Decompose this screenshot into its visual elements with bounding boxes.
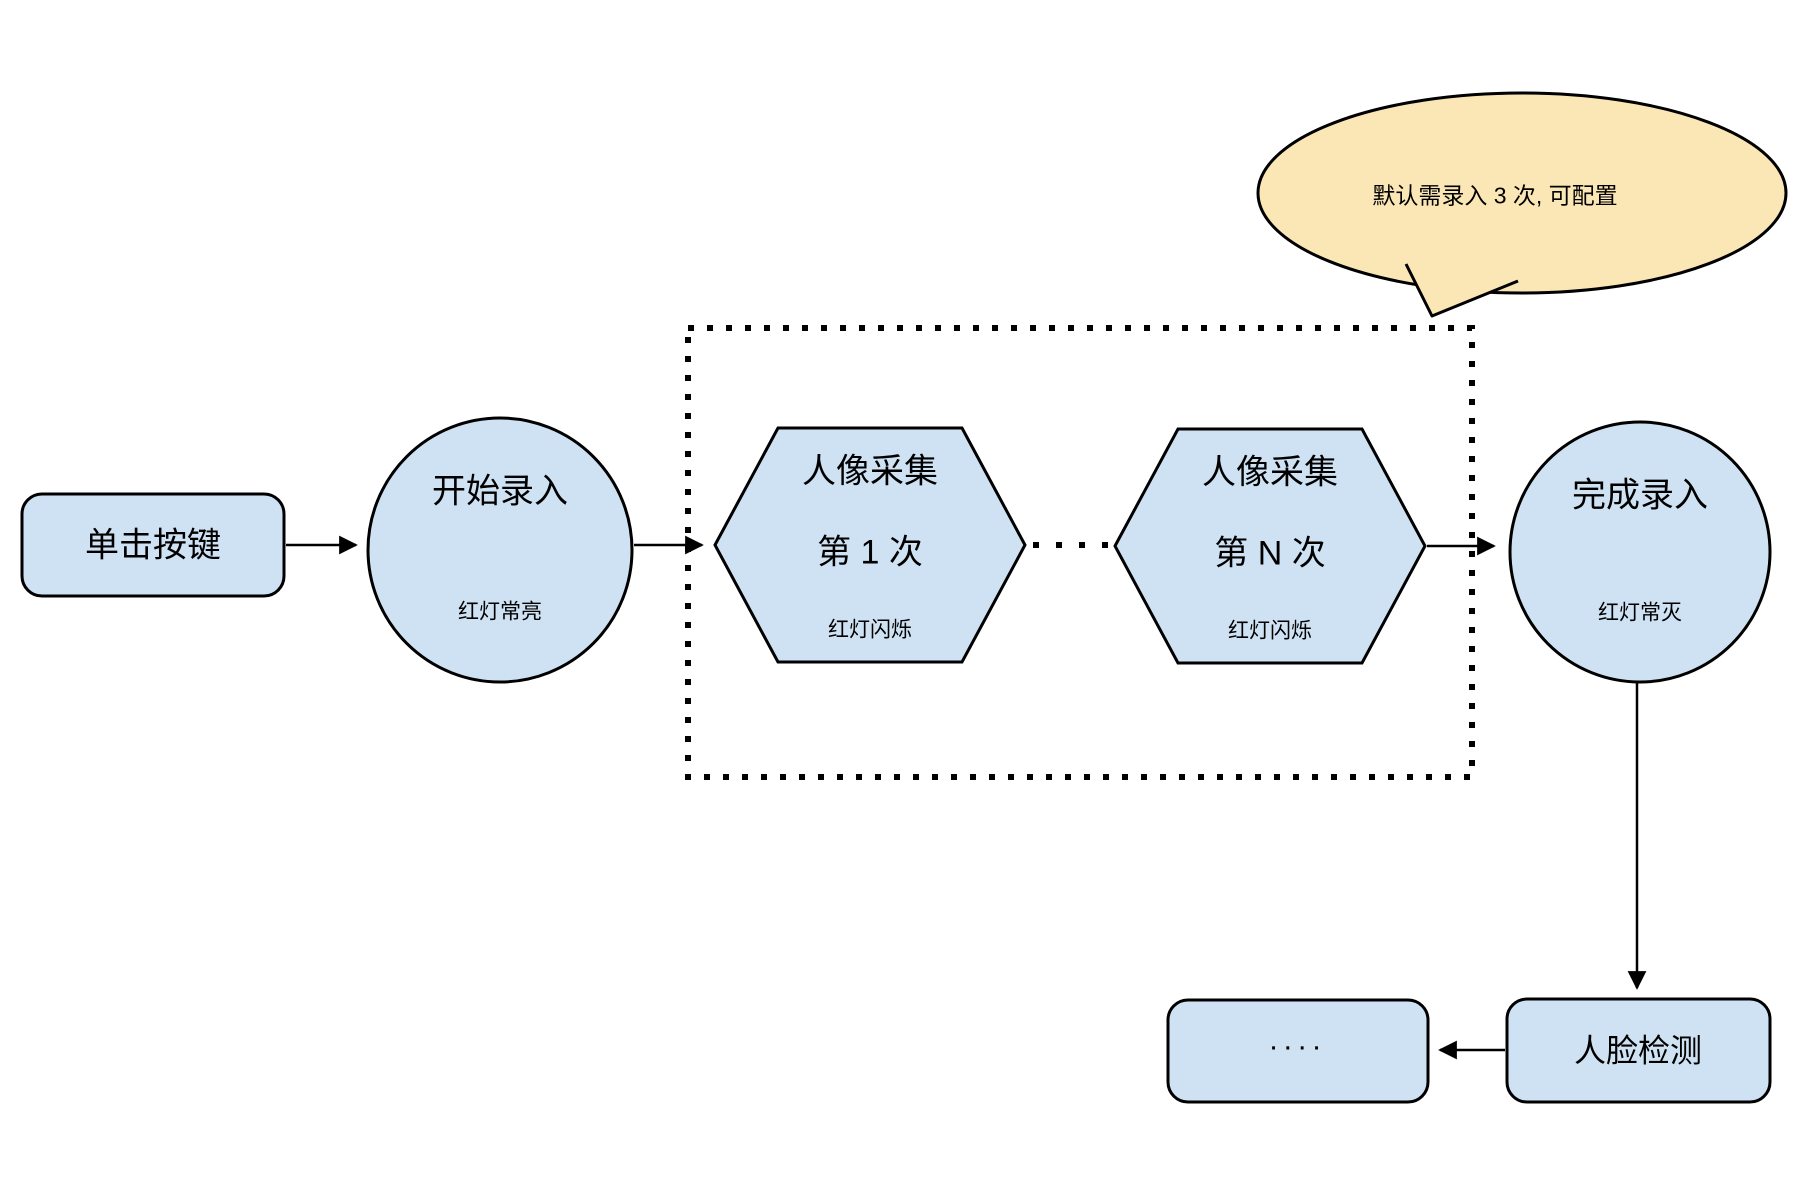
capture-first-line2: 第 1 次 bbox=[817, 533, 923, 572]
callout-bubble[interactable] bbox=[1256, 91, 1788, 295]
capture-first-subtitle: 红灯闪烁 bbox=[828, 618, 912, 642]
finish-node[interactable] bbox=[1508, 420, 1772, 684]
callout-bubble-tail bbox=[1404, 263, 1519, 318]
finish-node-title: 完成录入 bbox=[1572, 476, 1708, 515]
start-node-title: 开始录入 bbox=[432, 472, 568, 511]
more-node[interactable] bbox=[1166, 998, 1430, 1104]
more-node-label: .... bbox=[1269, 1023, 1327, 1057]
start-node-subtitle: 红灯常亮 bbox=[458, 600, 542, 624]
capture-nth-node[interactable] bbox=[1113, 427, 1427, 665]
face-detection-node[interactable] bbox=[1505, 997, 1772, 1104]
capture-nth-subtitle: 红灯闪烁 bbox=[1228, 619, 1312, 643]
start-node[interactable] bbox=[366, 416, 634, 684]
capture-nth-line1: 人像采集 bbox=[1202, 453, 1338, 492]
click-button-label: 单击按键 bbox=[85, 526, 221, 565]
face-detection-label: 人脸检测 bbox=[1573, 1032, 1703, 1069]
capture-first-line1: 人像采集 bbox=[802, 452, 938, 491]
capture-first-node[interactable] bbox=[713, 426, 1027, 664]
loop-group-border[interactable] bbox=[685, 325, 1475, 780]
capture-nth-line2: 第 N 次 bbox=[1214, 534, 1326, 573]
finish-node-subtitle: 红灯常灭 bbox=[1598, 601, 1682, 625]
callout-text: 默认需录入 3 次, 可配置 bbox=[1372, 182, 1618, 209]
click-button-node[interactable] bbox=[20, 492, 286, 598]
